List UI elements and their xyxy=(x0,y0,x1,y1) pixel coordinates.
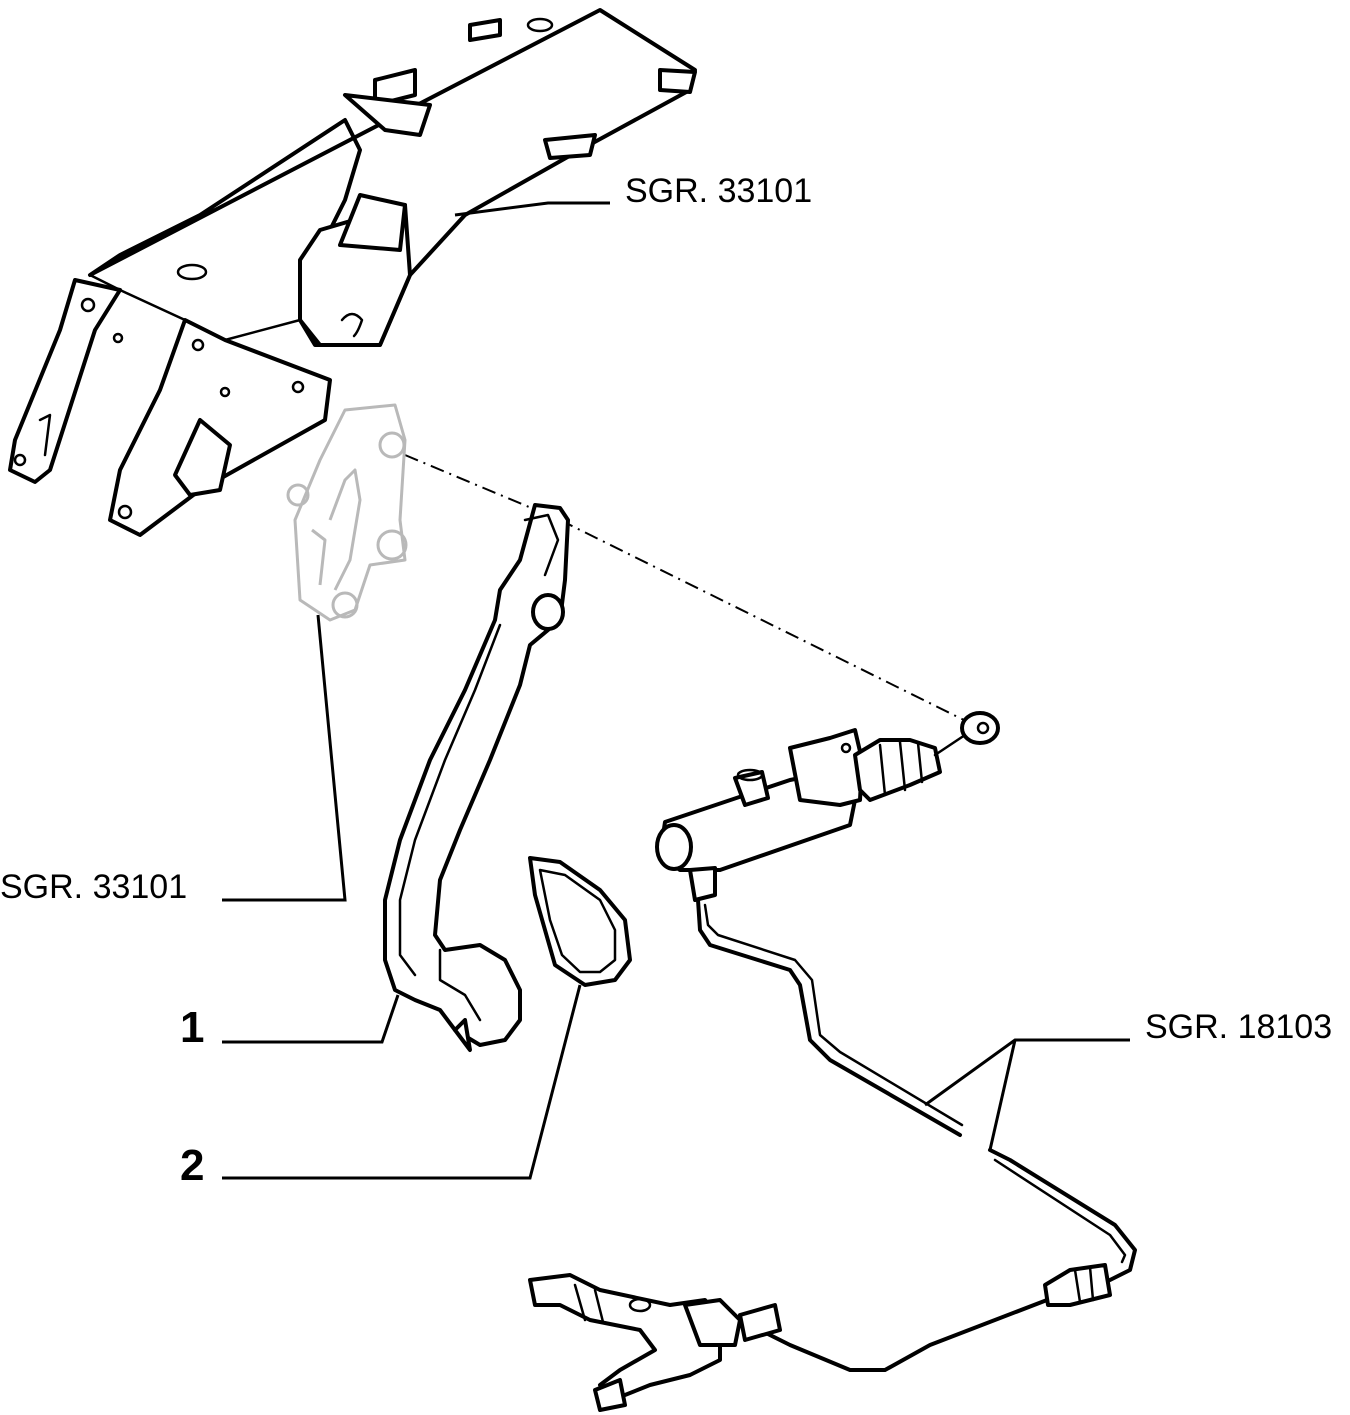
callout-hydraulic-ref: SGR. 18103 xyxy=(1145,1008,1332,1046)
pedal-pivot-bracket xyxy=(286,403,408,622)
leader-item-2 xyxy=(222,984,582,1180)
callout-frame-ref: SGR. 33101 xyxy=(625,172,812,210)
leader-bracket xyxy=(222,614,347,902)
leader-hydraulic-a xyxy=(924,1038,1130,1107)
callout-item-2: 2 xyxy=(180,1141,204,1190)
callout-bracket-ref: SGR. 33101 xyxy=(0,868,187,906)
leader-frame xyxy=(454,201,610,217)
hydraulic-pipe xyxy=(696,898,1137,1372)
clutch-slave-cylinder xyxy=(528,1273,742,1412)
leader-hydraulic-b xyxy=(988,1039,1017,1151)
pedal-support-frame xyxy=(8,8,697,537)
pedal-pad xyxy=(528,856,632,987)
clutch-master-cylinder xyxy=(655,711,1000,902)
clutch-pedal xyxy=(383,503,570,1052)
callout-item-1: 1 xyxy=(180,1003,204,1052)
leader-item-1 xyxy=(222,994,400,1044)
